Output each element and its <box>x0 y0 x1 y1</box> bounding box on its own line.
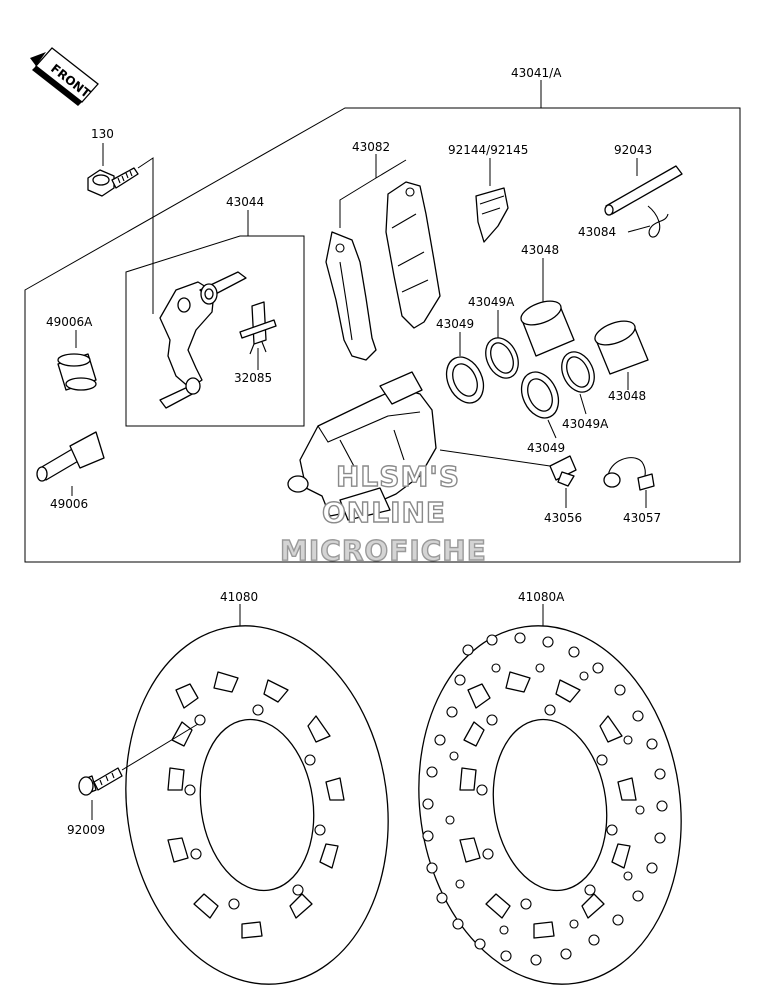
caliper-bracket <box>159 271 247 409</box>
caliper-body <box>287 371 437 521</box>
pad-pin <box>604 165 683 216</box>
label-43084: 43084 <box>578 225 616 239</box>
label-43048-top: 43048 <box>521 243 559 257</box>
label-43041: 43041/A <box>511 66 562 80</box>
label-41080: 41080 <box>220 590 258 604</box>
label-41080a: 41080A <box>518 590 565 604</box>
pin-clip <box>647 205 669 238</box>
label-32085: 32085 <box>234 371 272 385</box>
watermark-line-3: MICROFICHE <box>280 534 487 567</box>
seal-43049a-top <box>485 337 519 379</box>
brake-pad-rear <box>325 231 377 361</box>
seal-43049-bottom <box>520 371 560 419</box>
watermark-line-1: HLSM'S <box>336 460 460 493</box>
watermark: HLSM'S ONLINE MICROFICHE <box>279 459 487 567</box>
label-49006a: 49006A <box>46 315 93 329</box>
label-92009: 92009 <box>67 823 105 837</box>
front-arrow-icon: FRONT <box>30 47 99 106</box>
label-43049-bottom: 43049 <box>527 441 565 455</box>
clip-32085 <box>239 301 277 355</box>
label-43049-top: 43049 <box>436 317 474 331</box>
label-92043: 92043 <box>614 143 652 157</box>
label-43049a-bottom: 43049A <box>562 417 609 431</box>
label-130: 130 <box>91 127 114 141</box>
label-43048-bottom: 43048 <box>608 389 646 403</box>
disc-vent-holes <box>422 632 668 966</box>
disc-screw <box>78 767 123 796</box>
seal-43049a-bottom <box>561 351 595 393</box>
label-43056: 43056 <box>544 511 582 525</box>
seal-43049-top <box>445 356 485 404</box>
brake-disc-41080a <box>418 625 682 985</box>
bolt-130 <box>87 167 139 197</box>
brake-disc-41080 <box>125 625 389 985</box>
label-43049a-top: 43049A <box>468 295 515 309</box>
boot-49006a <box>57 353 97 391</box>
label-49006: 49006 <box>50 497 88 511</box>
bracket-box <box>125 235 305 427</box>
caliper-assembly-box <box>24 107 741 563</box>
label-43044: 43044 <box>226 195 264 209</box>
piston-top <box>520 300 575 357</box>
pad-spring <box>475 187 509 243</box>
bleeder-cap <box>603 457 655 491</box>
boot-49006 <box>36 431 105 482</box>
piston-bottom <box>594 320 649 375</box>
label-92144-92145: 92144/92145 <box>448 143 528 157</box>
watermark-line-2: ONLINE <box>322 496 446 529</box>
bleeder-valve <box>549 455 577 487</box>
label-43082: 43082 <box>352 140 390 154</box>
brake-pad-front <box>385 181 441 329</box>
label-43057: 43057 <box>623 511 661 525</box>
